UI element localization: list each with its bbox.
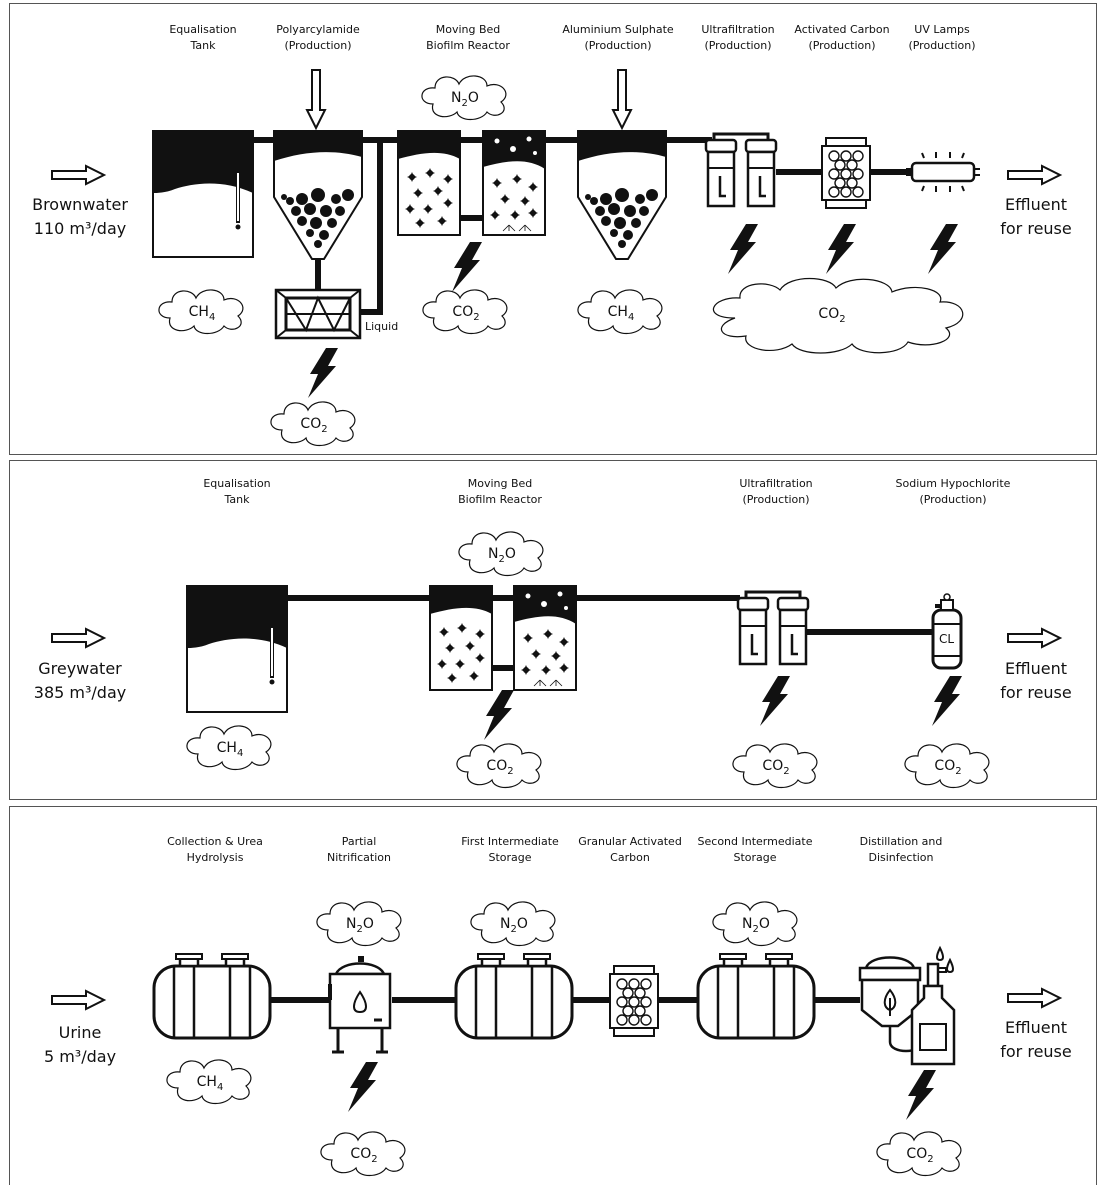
ur-co2-label-2: CO2 [906, 1146, 934, 1165]
bw-co2-label-press: CO2 [300, 416, 328, 435]
bw-label-polyacrylamide: Polyarcylamide(Production) [276, 23, 360, 52]
greywater-effluent-arrow [1007, 628, 1061, 648]
ur-nitrification-electricity-icon [348, 1062, 378, 1112]
gw-mbbr-aerobic [514, 586, 576, 690]
gw-co2-label-1: CO2 [486, 758, 514, 777]
bw-co2-label-mbbr: CO2 [452, 304, 480, 323]
ur-distillation-electricity-icon [906, 1070, 936, 1120]
bw-mbbr-aerobic [483, 131, 545, 235]
bw-co2-label-large: CO2 [818, 306, 846, 325]
gac-filter [609, 965, 659, 1037]
distillation-unit [858, 946, 956, 1066]
gw-mbbr-anoxic [430, 586, 492, 690]
bw-press-electricity-icon [308, 348, 338, 398]
bw-n2o-label: N2O [451, 90, 479, 109]
bw-equalisation-tank [151, 129, 255, 259]
bw-ultrafiltration-unit [704, 132, 778, 208]
gw-n2o-label: N2O [488, 546, 516, 565]
brownwater-inlet-arrow [51, 165, 105, 185]
bw-ch4-label-1: CH4 [188, 304, 216, 323]
bw-carbon-electricity-icon [826, 224, 856, 274]
sludge-press [274, 288, 362, 340]
first-storage-tank [454, 952, 574, 1040]
cl-label: CL [939, 632, 955, 646]
hypochlorite-cylinder [931, 593, 963, 670]
bw-label-ultrafiltration: Ultrafiltration(Production) [701, 23, 775, 52]
nitrification-reactor [326, 954, 392, 1054]
urine-effluent-arrow [1007, 988, 1061, 1008]
ur-ch4-label: CH4 [196, 1074, 224, 1093]
gw-uf-electricity-icon [760, 676, 790, 726]
bw-primary-settler [273, 130, 363, 260]
gw-mbbr-electricity-icon [484, 690, 514, 740]
bw-mbbr-anoxic [398, 131, 460, 235]
ur-n2o-label-3: N2O [742, 916, 770, 935]
greywater-inlet-arrow [51, 628, 105, 648]
uv-lamp [904, 150, 982, 194]
bw-ch4-label-2: CH4 [607, 304, 635, 323]
brownwater-effluent-arrow [1007, 165, 1061, 185]
polyacrylamide-dosing-arrow [306, 69, 326, 129]
urine-inlet-arrow [51, 990, 105, 1010]
bw-label-uv-lamps: UV Lamps(Production) [908, 23, 976, 52]
ur-n2o-label-2: N2O [500, 916, 528, 935]
gw-equalisation-tank [185, 584, 289, 714]
gw-ultrafiltration-unit [736, 590, 810, 666]
ur-co2-label-1: CO2 [350, 1146, 378, 1165]
bw-mbbr-electricity-icon [452, 242, 482, 292]
bw-uv-electricity-icon [928, 224, 958, 274]
bw-activated-carbon-filter [821, 137, 871, 209]
gw-cl-electricity-icon [932, 676, 962, 726]
second-storage-tank [696, 952, 816, 1040]
gw-label-hypochlorite: Sodium Hypochlorite(Production) [895, 477, 1011, 506]
ur-n2o-label-1: N2O [346, 916, 374, 935]
gw-ch4-label: CH4 [216, 740, 244, 759]
gw-label-ultrafiltration: Ultrafiltration(Production) [739, 477, 813, 506]
bw-label-aluminium-sulphate: Aluminium Sulphate(Production) [562, 23, 674, 52]
bw-label-activated-carbon: Activated Carbon(Production) [794, 23, 890, 52]
gw-co2-label-3: CO2 [934, 758, 962, 777]
liquid-label: Liquid [365, 320, 399, 333]
aluminium-sulphate-dosing-arrow [612, 69, 632, 129]
gw-co2-label-2: CO2 [762, 758, 790, 777]
bw-co2-large-cloud [712, 278, 964, 354]
urine-collection-tank [152, 952, 272, 1040]
bw-secondary-settler [577, 130, 667, 260]
bw-uf-electricity-icon [728, 224, 758, 274]
